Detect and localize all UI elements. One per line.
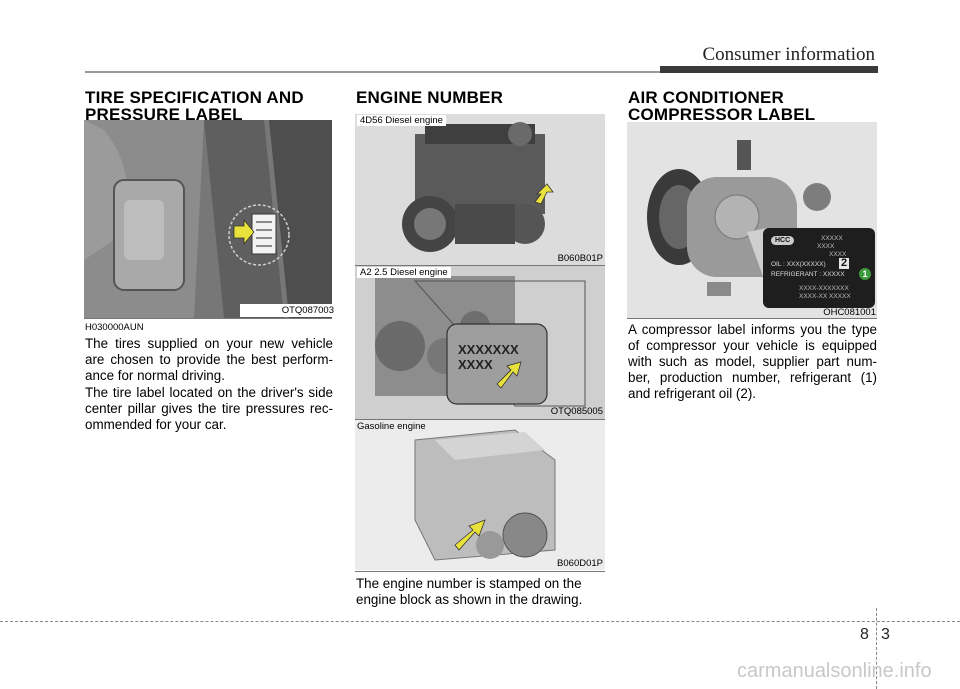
label-line: XXXX-XX XXXXX bbox=[799, 293, 851, 300]
heading-line: AIR CONDITIONER bbox=[628, 88, 784, 107]
engine-photo-4d56 bbox=[355, 114, 605, 265]
callout-text: XXXXXXX bbox=[458, 342, 519, 357]
callout-text: XXXX bbox=[458, 357, 493, 372]
divider bbox=[355, 571, 605, 572]
reference-code: H030000AUN bbox=[85, 322, 144, 333]
compressor-label: HCC XXXXX XXXX XXXX OIL : XXX(XXXXX) REF… bbox=[769, 232, 873, 306]
paragraph: The tire label located on the driver's s… bbox=[85, 385, 333, 432]
heading-line: COMPRESSOR LABEL bbox=[628, 105, 816, 124]
label-line: XXXX bbox=[829, 251, 847, 258]
label-line: XXXX-XXXXXXX bbox=[799, 285, 849, 292]
marker-2: 2 bbox=[839, 257, 850, 269]
image-caption: OTQ087003 bbox=[240, 304, 336, 317]
paragraph: The engine number is stamped on the engi… bbox=[356, 576, 583, 607]
label-line: OIL : XXX(XXXXX) bbox=[771, 261, 826, 268]
compressor-label-heading: AIR CONDITIONER COMPRESSOR LABEL bbox=[628, 89, 815, 123]
label-line: XXXXX bbox=[821, 235, 843, 242]
tire-label-photo bbox=[84, 120, 332, 318]
marker-1: 1 bbox=[859, 268, 871, 280]
divider bbox=[355, 265, 605, 266]
page-rule bbox=[0, 621, 960, 622]
engine-photo-gasoline bbox=[355, 420, 605, 570]
compressor-photo: HCC XXXXX XXXX XXXX OIL : XXX(XXXXX) REF… bbox=[627, 122, 877, 318]
engine-photo-a2: XXXXXXX XXXX bbox=[355, 266, 605, 419]
label-logo: HCC bbox=[771, 236, 795, 245]
divider bbox=[627, 318, 877, 319]
page-rule-vertical bbox=[876, 608, 877, 689]
engine-label: Gasoline engine bbox=[357, 421, 426, 432]
heading-line: TIRE SPECIFICATION AND bbox=[85, 88, 304, 107]
watermark: carmanualsonline.info bbox=[737, 660, 932, 682]
image-caption: B060B01P bbox=[557, 253, 603, 264]
page-number: 3 bbox=[881, 626, 890, 643]
engine-label: 4D56 Diesel engine bbox=[357, 115, 446, 126]
header-rule bbox=[85, 71, 660, 73]
section-header-title: Consumer information bbox=[702, 44, 875, 65]
chapter-number: 8 bbox=[860, 626, 869, 643]
divider bbox=[84, 318, 332, 319]
label-line: REFRIGERANT : XXXXX bbox=[771, 271, 845, 278]
image-caption: OTQ085005 bbox=[550, 406, 603, 417]
tire-label-heading: TIRE SPECIFICATION AND PRESSURE LABEL bbox=[85, 89, 304, 123]
image-caption: B060D01P bbox=[557, 558, 603, 569]
label-line: XXXX bbox=[817, 243, 835, 250]
divider bbox=[355, 419, 605, 420]
header-rule-accent bbox=[660, 66, 878, 73]
engine-label: A2 2.5 Diesel engine bbox=[357, 267, 451, 278]
engine-number-heading: ENGINE NUMBER bbox=[356, 88, 504, 107]
image-caption: OHC081001 bbox=[823, 307, 876, 318]
paragraph: A compressor label informs you the type … bbox=[628, 322, 877, 401]
paragraph: The tires supplied on your new vehicle a… bbox=[85, 336, 333, 383]
heading-line: PRESSURE LABEL bbox=[85, 105, 243, 124]
